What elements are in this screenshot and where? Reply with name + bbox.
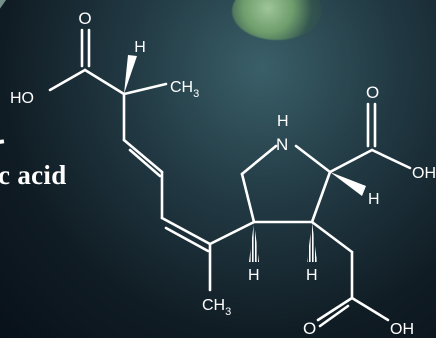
bond-ring-3 — [294, 144, 332, 174]
atom-o-carbonyl-top: O — [78, 9, 91, 28]
wedge-bond-top — [124, 55, 137, 94]
methyl-bottom-label: CH — [202, 297, 225, 314]
bond-c-oh-right — [370, 148, 412, 170]
bond-chain-2b — [128, 148, 162, 178]
atom-ch3-bottom: CH3 — [202, 297, 231, 318]
bonds — [48, 28, 412, 328]
bond-co-bottom-2 — [318, 304, 350, 328]
methyl-top-label: CH — [170, 79, 193, 96]
methyl-top-subscript: 3 — [193, 88, 199, 100]
bond-co-bottom-1 — [316, 296, 354, 322]
partial-title: c acid — [0, 160, 67, 190]
bond-chain-4a — [160, 216, 212, 246]
atom-h-right: H — [368, 191, 380, 208]
atom-oh-bottom: OH — [390, 321, 414, 338]
bond-ring-to-acid — [328, 148, 374, 174]
atom-h-ring-right: H — [306, 267, 318, 284]
atom-h-nitrogen: H — [277, 113, 289, 130]
bond-c-oh-bottom — [350, 296, 390, 322]
bond-ring-to-ch2 — [310, 220, 354, 254]
bond-to-ring — [208, 220, 256, 246]
atom-ch3-top: CH3 — [170, 79, 199, 100]
methyl-bottom-subscript: 3 — [225, 306, 231, 318]
bond-ring-2 — [240, 144, 278, 176]
atom-h-ring-left: H — [248, 267, 260, 284]
atom-n-ring: N — [276, 135, 288, 154]
atom-o-carbonyl-bottom: O — [303, 319, 316, 338]
atom-ho-left: HO — [10, 90, 34, 107]
bond-chiral-methyl — [122, 82, 168, 96]
bond-chain-2a — [122, 138, 164, 174]
atom-oh-right: OH — [412, 165, 436, 182]
atom-h-top: H — [134, 39, 146, 56]
hash-bond-left — [249, 222, 259, 262]
wedge-bond-right — [330, 172, 366, 196]
bond-chain-4b — [164, 226, 210, 253]
bond-ring-4 — [310, 170, 332, 224]
bond-c-oh-left — [48, 68, 87, 92]
bond-acid-to-chiral — [83, 68, 126, 96]
atom-o-carbonyl-right: O — [366, 83, 379, 102]
bond-ring-1 — [240, 172, 256, 224]
hash-bond-right — [307, 222, 317, 262]
